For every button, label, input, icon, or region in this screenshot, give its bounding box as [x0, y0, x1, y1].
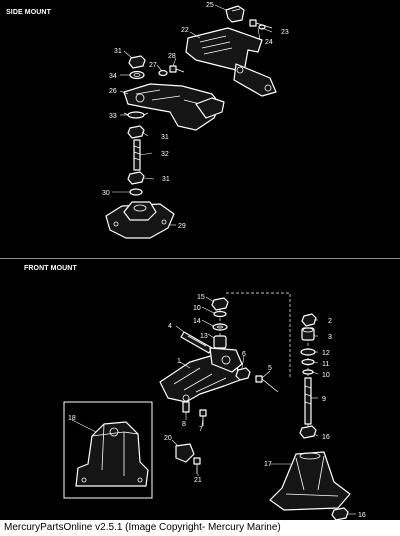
washer-part-27 [158, 69, 168, 77]
nut-part-31-bottom [127, 171, 145, 185]
side-leader-lines [112, 4, 273, 226]
callout-6: 6 [242, 351, 246, 358]
callout-32: 32 [161, 151, 169, 158]
callout-26: 26 [109, 88, 117, 95]
stud-part-32 [133, 139, 141, 171]
engine-mount-part-17 [269, 451, 351, 511]
bolt-part-8 [182, 401, 190, 413]
bolt-part-5 [255, 375, 279, 393]
callout-25: 25 [206, 2, 214, 9]
stud-part-9 [304, 377, 312, 425]
callout-27: 27 [149, 62, 157, 69]
callout-29: 29 [178, 223, 186, 230]
washer-part-34 [129, 70, 145, 80]
callout-10-right: 10 [322, 372, 330, 379]
callout-34: 34 [109, 73, 117, 80]
exploded-view-drawing: 25 22 23 24 31 28 27 34 26 33 31 32 31 3… [63, 2, 366, 520]
callout-24: 24 [265, 39, 273, 46]
washer-part-11 [301, 358, 315, 366]
washer-part-30 [129, 188, 143, 196]
callout-11: 11 [322, 361, 329, 368]
callout-15: 15 [197, 294, 205, 301]
callout-2: 2 [328, 318, 332, 325]
nut-part-2 [301, 313, 317, 327]
callout-31-top: 31 [114, 48, 122, 55]
nut-part-16-upper [299, 425, 317, 439]
callout-4: 4 [168, 323, 172, 330]
nut-part-31-top [128, 55, 146, 69]
washer-part-10-right [302, 369, 314, 375]
callout-9: 9 [322, 396, 326, 403]
bracket-part-22 [185, 27, 277, 97]
callout-22: 22 [181, 27, 189, 34]
assembly-guide-line [226, 292, 291, 378]
bolt-part-28 [169, 65, 185, 73]
nut-part-31-mid [127, 125, 145, 139]
callout-33: 33 [109, 113, 117, 120]
callout-23: 23 [281, 29, 289, 36]
engine-mount-part-29 [105, 201, 175, 239]
front-mount-title: FRONT MOUNT [24, 265, 77, 272]
bolt-part-23 [249, 19, 273, 30]
nut-part-15 [211, 297, 229, 311]
callout-30: 30 [102, 190, 110, 197]
callout-12: 12 [322, 350, 330, 357]
callout-21: 21 [194, 477, 202, 484]
callout-28: 28 [168, 53, 176, 60]
side-mount-title: SIDE MOUNT [6, 9, 51, 16]
callout-8: 8 [182, 421, 186, 428]
bracket-part-1 [159, 347, 243, 403]
callout-18: 18 [68, 415, 76, 422]
callout-16-upper: 16 [322, 434, 330, 441]
callout-31-bottom: 31 [162, 176, 170, 183]
bolt-part-7 [199, 409, 207, 426]
washer-part-14 [212, 323, 228, 331]
section-divider [0, 258, 400, 259]
callout-10-top: 10 [193, 305, 201, 312]
bushing-part-13 [213, 335, 227, 349]
pin-part-4 [180, 331, 213, 354]
callout-20: 20 [164, 435, 172, 442]
front-leader-lines [71, 296, 356, 515]
callout-31-mid: 31 [161, 134, 169, 141]
callout-7: 7 [199, 426, 203, 433]
nut-part-16-lower [331, 507, 349, 520]
callout-14: 14 [193, 318, 201, 325]
bolt-part-21 [193, 457, 201, 474]
mount-part-18 [75, 421, 149, 487]
callout-13: 13 [200, 333, 208, 340]
callout-1: 1 [177, 358, 181, 365]
clip-part-20 [175, 443, 195, 463]
washer-part-12 [300, 348, 316, 356]
callout-5: 5 [268, 365, 272, 372]
copyright-caption: MercuryPartsOnline v2.5.1 (Image Copyrig… [0, 520, 400, 536]
mount-bracket-part-26 [123, 83, 225, 131]
callout-17: 17 [264, 461, 272, 468]
washer-part-10-top [213, 310, 227, 318]
nut-part-6 [235, 367, 251, 381]
callout-3: 3 [328, 334, 332, 341]
bushing-part-3 [301, 327, 315, 341]
clamp-part-25 [225, 5, 245, 23]
callout-16-lower: 16 [358, 512, 366, 519]
